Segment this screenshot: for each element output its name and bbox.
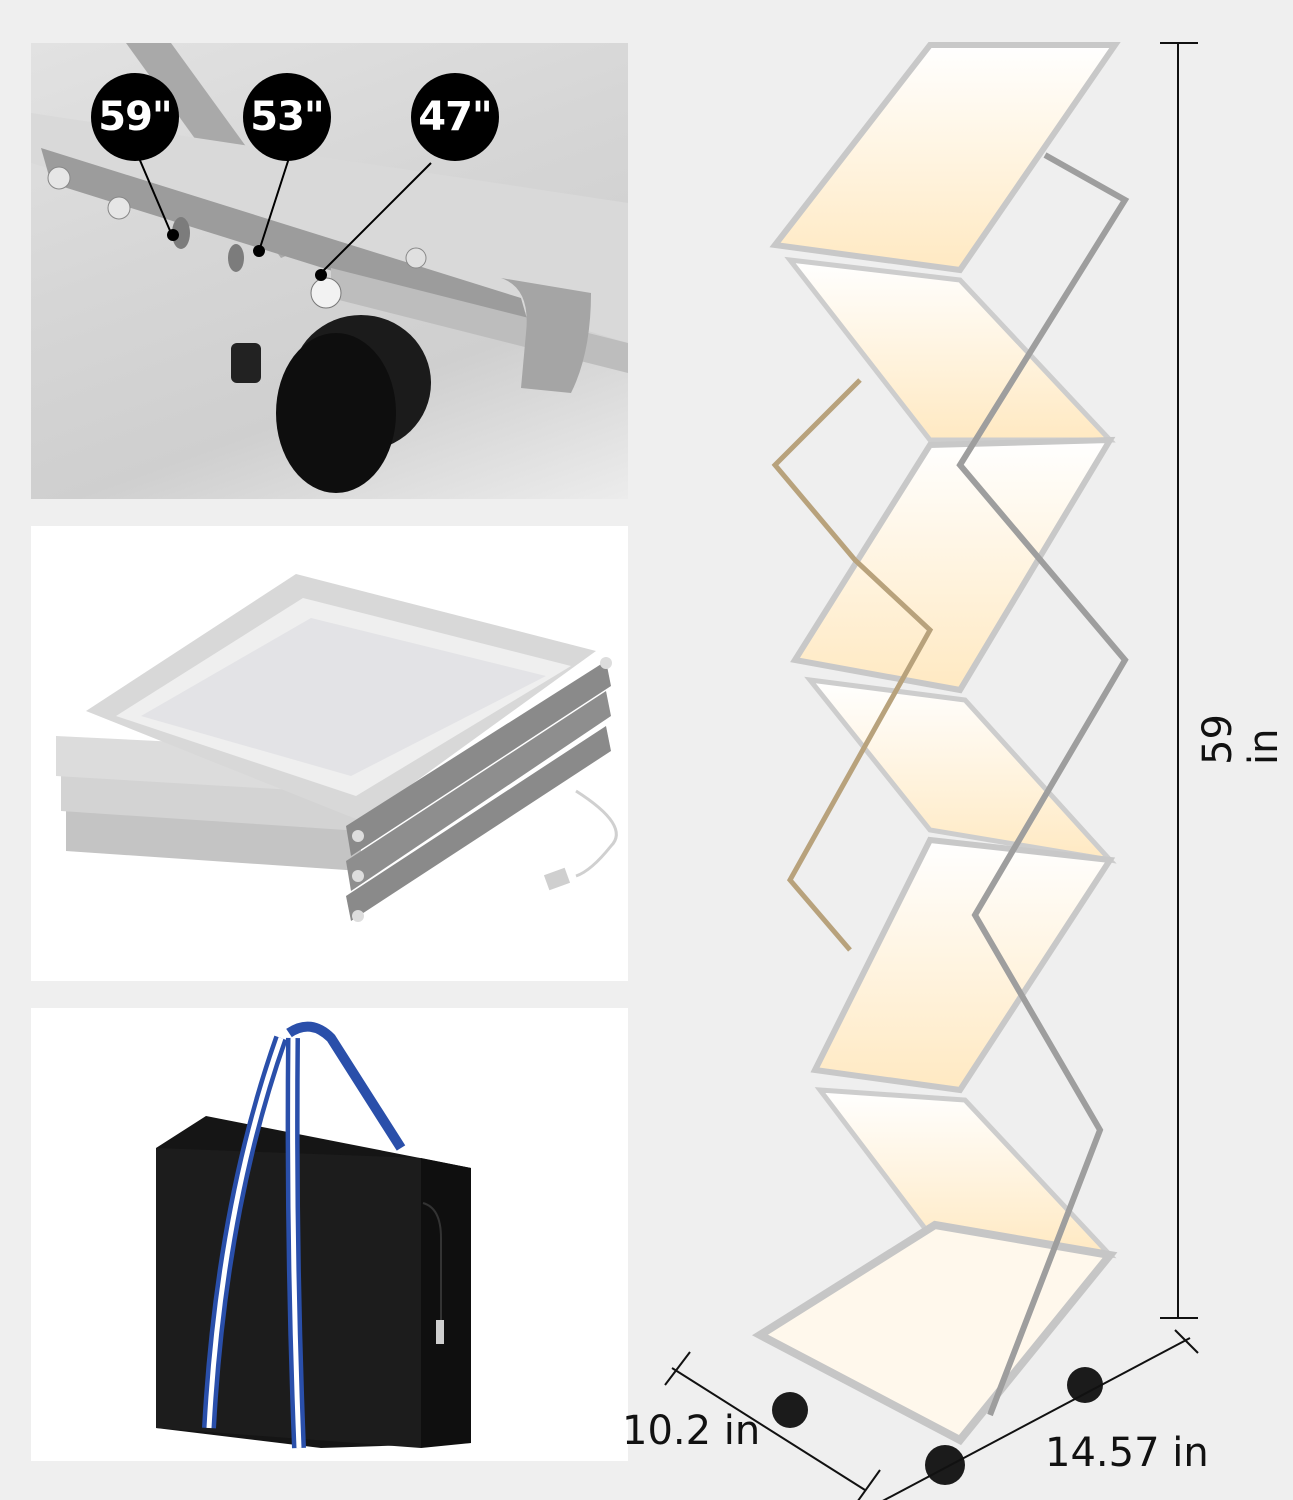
caster-bracket-illustration <box>31 43 628 493</box>
folded-stand-panel <box>31 526 628 981</box>
depth-dimension-label: 10.2 in <box>622 1408 761 1454</box>
callout-47-inch: 47" <box>411 73 499 161</box>
height-adjust-panel: 59" 53" 47" <box>31 43 628 499</box>
callout-59-inch: 59" <box>91 73 179 161</box>
carry-bag-illustration <box>156 1021 471 1449</box>
width-dimension-label: 14.57 in <box>1045 1430 1209 1476</box>
carry-bag-panel <box>31 1008 628 1461</box>
folded-stand-illustration <box>56 574 618 922</box>
callout-53-inch: 53" <box>243 73 331 161</box>
height-dimension-label: 59 in <box>1195 714 1287 765</box>
